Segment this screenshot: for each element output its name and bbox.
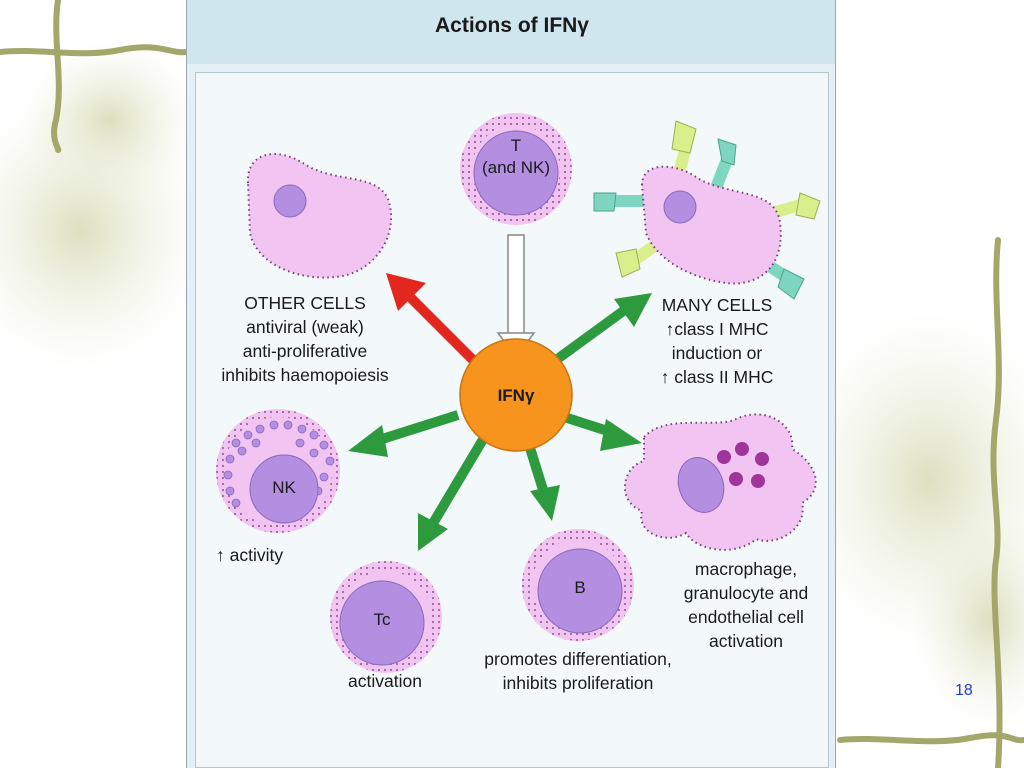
caption-macrophage-line-1: macrophage, <box>694 559 798 579</box>
receptor-yellow-left <box>615 238 662 278</box>
many-cells <box>593 120 821 300</box>
caption-macrophage: macrophage, granulocyte and endothelial … <box>662 557 830 653</box>
slide-page-number: 18 <box>955 682 973 699</box>
t-cell <box>460 113 572 225</box>
vine-right-vertical <box>990 237 1003 768</box>
caption-other-cells-line-4: inhibits haemopoiesis <box>221 365 389 385</box>
caption-b: promotes differentiation, inhibits proli… <box>458 647 698 695</box>
ifn-gamma-diagram <box>216 113 821 673</box>
ifn-gamma-label: IFNγ <box>497 386 535 405</box>
b-cell-label: B <box>574 578 586 597</box>
caption-other-cells: OTHER CELLS antiviral (weak) anti-prolif… <box>200 291 410 387</box>
nk-cell-label: NK <box>272 478 296 497</box>
caption-many-cells: MANY CELLS ↑class I MHC induction or ↑ c… <box>642 293 792 389</box>
caption-many-cells-line-4: ↑ class II MHC <box>660 367 774 387</box>
b-cell <box>522 529 634 641</box>
tc-cell <box>330 561 442 673</box>
caption-other-cells-line-1: OTHER CELLS <box>244 293 366 313</box>
vine-left-horizontal <box>0 44 189 57</box>
arrow-ifn-to-macrophage <box>556 410 642 451</box>
receptor-teal-top <box>708 138 737 196</box>
figure-container: Actions of IFNγ <box>186 0 836 768</box>
caption-many-cells-line-3: induction or <box>671 343 763 363</box>
arrow-ifn-to-nk <box>348 410 460 457</box>
nk-cell <box>216 409 340 533</box>
caption-b-line-2: inhibits proliferation <box>502 673 654 693</box>
caption-other-cells-line-2: antiviral (weak) <box>246 317 364 337</box>
receptor-yellow-right <box>770 192 821 220</box>
ifn-gamma-center <box>459 338 573 452</box>
arrow-ifn-to-tc <box>418 428 493 551</box>
macrophage-cell <box>624 413 817 551</box>
caption-macrophage-line-2: granulocyte and <box>683 583 809 603</box>
caption-nk: ↑ activity <box>216 545 284 565</box>
tc-cell-label: Tc <box>373 610 391 629</box>
diagram-panel: T (and NK) IFNγ NK Tc B OTHER CELLS anti… <box>195 72 829 768</box>
figure-title: Actions of IFNγ <box>434 14 589 37</box>
caption-many-cells-line-1: MANY CELLS <box>661 295 773 315</box>
t-cell-label: T (and NK) <box>481 136 551 177</box>
arrow-ifn-to-other-cells <box>386 273 485 372</box>
caption-macrophage-line-4: activation <box>709 631 783 651</box>
caption-b-line-1: promotes differentiation, <box>484 649 672 669</box>
macrophage-granules <box>717 442 769 488</box>
caption-tc: activation <box>348 671 422 691</box>
vine-left-vertical <box>51 0 62 153</box>
other-cell <box>246 153 393 279</box>
title-band <box>187 0 835 64</box>
caption-many-cells-line-2: ↑class I MHC <box>665 319 769 339</box>
receptor-teal-left <box>593 192 646 212</box>
leaf-shadow-left-2 <box>20 40 200 200</box>
caption-other-cells-line-3: anti-proliferative <box>242 341 368 361</box>
vine-right-horizontal <box>837 732 1024 745</box>
caption-macrophage-line-3: endothelial cell <box>688 607 804 627</box>
